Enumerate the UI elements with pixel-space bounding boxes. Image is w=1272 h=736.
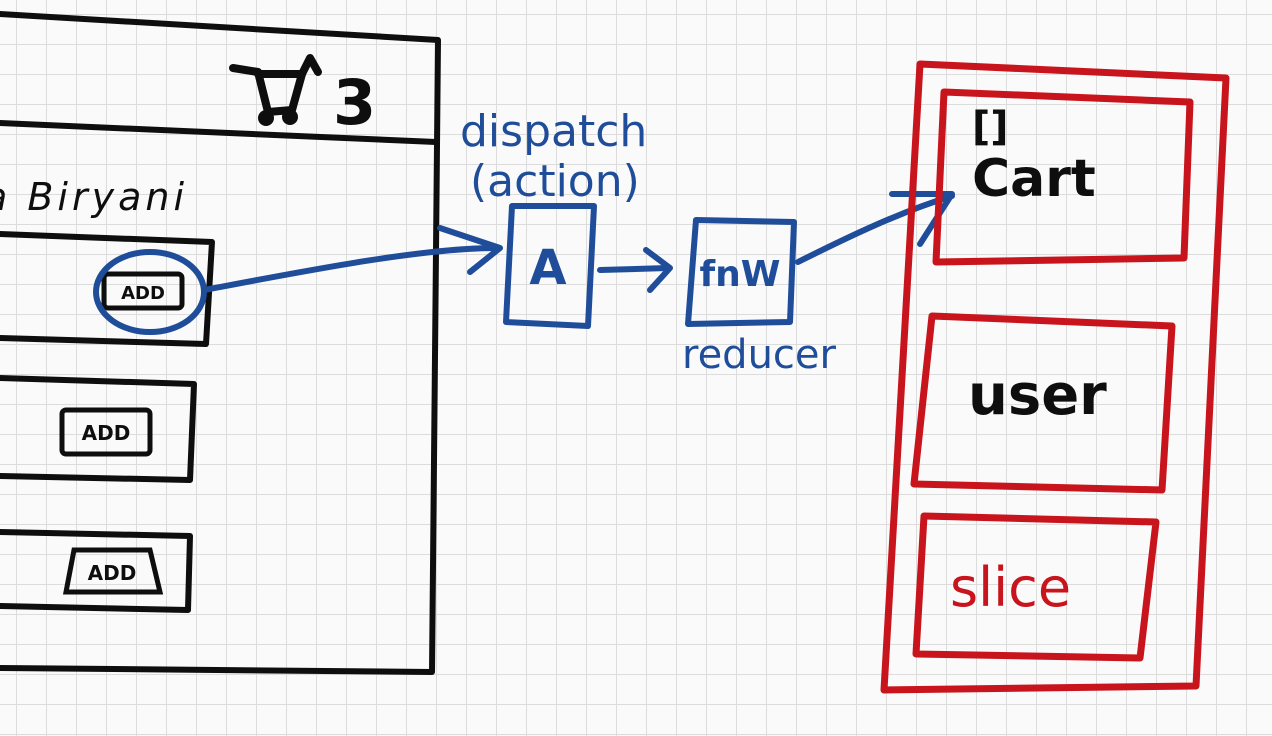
cart-brackets: []	[972, 104, 1009, 150]
store-container	[880, 60, 1230, 694]
arrow-reducer-to-cart	[795, 193, 955, 265]
slice-user-label: user	[968, 363, 1107, 428]
item-row-3	[0, 529, 193, 613]
item-name: a Biryani	[0, 175, 184, 219]
slice-cart-label: Cart	[972, 149, 1096, 209]
reducer-label: reducer	[682, 332, 837, 378]
add-button-1-label: ADD	[121, 283, 165, 304]
action-box	[503, 203, 597, 329]
cart-icon	[229, 54, 322, 126]
slice-box-user	[910, 312, 1176, 494]
slice-generic-label: slice	[950, 556, 1071, 619]
slice-box-slice	[912, 512, 1160, 662]
app-ui-mock	[0, 11, 441, 675]
dispatch-label: dispatch	[460, 106, 647, 157]
action-box-label: A	[529, 240, 566, 296]
cart-count: 3	[333, 66, 376, 139]
app-frame	[0, 11, 441, 675]
slice-box-cart	[932, 88, 1194, 266]
item-row-1	[0, 231, 215, 347]
arrow-add-to-action	[201, 245, 499, 293]
add-button-2[interactable]: ADD	[59, 407, 153, 457]
arrow-action-to-reducer	[597, 265, 671, 273]
reducer-box	[685, 217, 797, 327]
add-button-1[interactable]: ADD	[101, 271, 185, 311]
add-button-2-label: ADD	[82, 421, 131, 445]
action-label: (action)	[470, 156, 640, 207]
reducer-box-label: fnW	[700, 254, 781, 295]
add-button-3[interactable]: ADD	[62, 547, 164, 595]
item-row-2	[0, 375, 197, 483]
header-divider	[0, 120, 439, 145]
add-button-3-label: ADD	[88, 561, 137, 585]
